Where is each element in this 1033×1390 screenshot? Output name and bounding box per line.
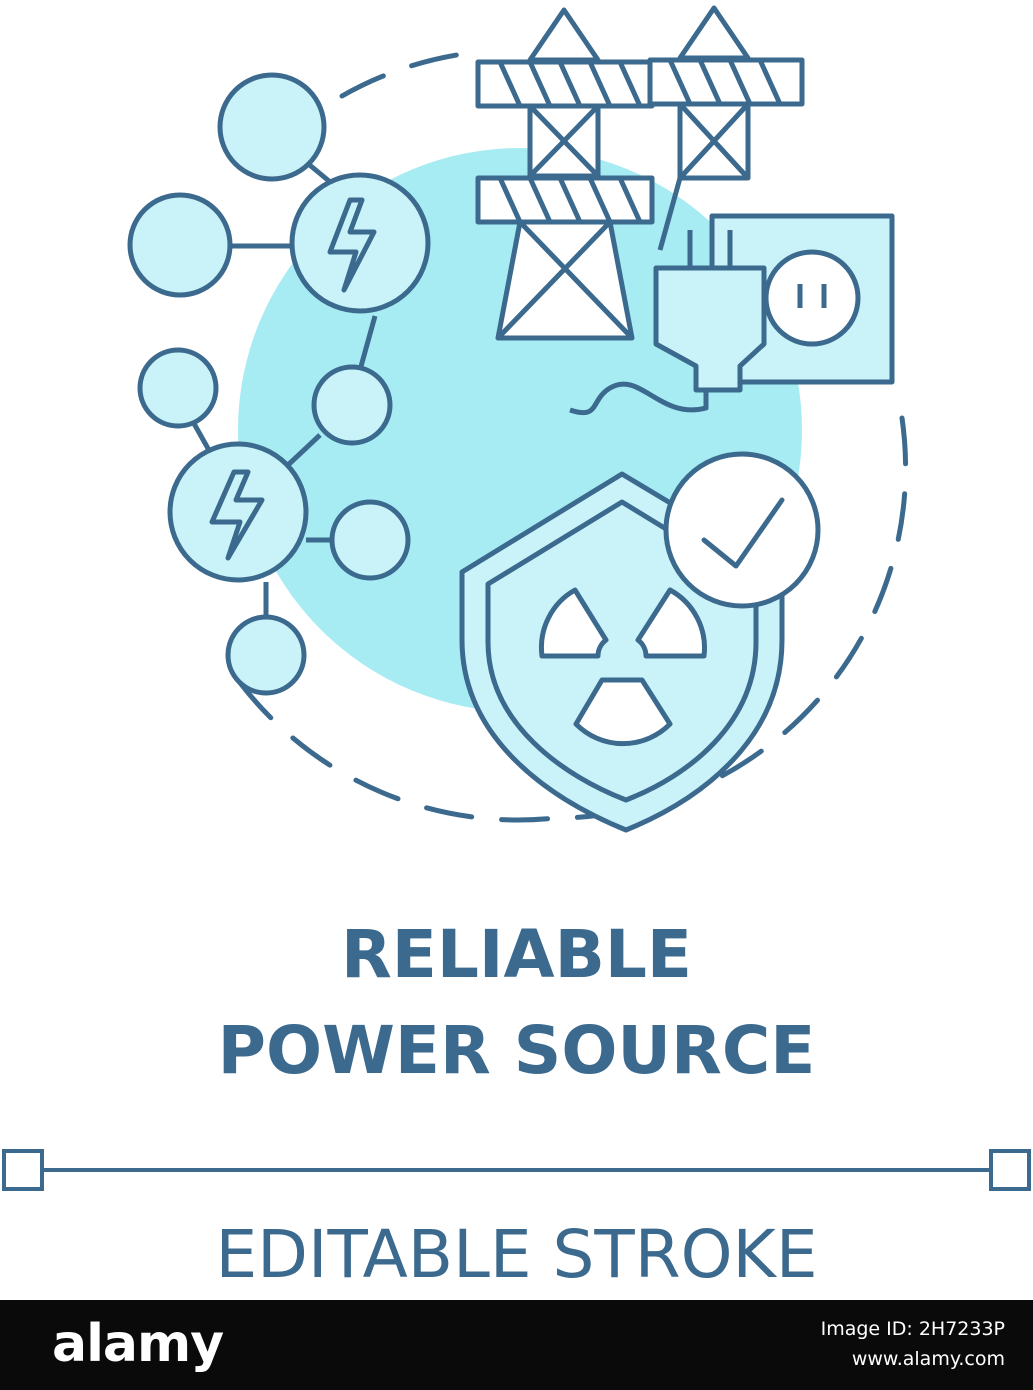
power-grid-network-icon bbox=[127, 72, 431, 696]
plug-socket-icon bbox=[569, 213, 895, 416]
editable-stroke-line bbox=[2, 1149, 1031, 1191]
stroke-handle-right bbox=[989, 1149, 1031, 1191]
reliable-power-source-icon bbox=[127, 5, 909, 833]
transmission-tower-icon bbox=[475, 5, 805, 341]
checkmark-badge-icon bbox=[663, 451, 821, 609]
editable-stroke-caption: EDITABLE STROKE bbox=[215, 1216, 818, 1293]
lightning-bolt-icon bbox=[327, 197, 377, 293]
footer-bar: alamy Image ID: 2H7233P www.alamy.com bbox=[0, 1300, 1033, 1390]
brand-logo: alamy bbox=[52, 1314, 224, 1374]
title-line-2: POWER SOURCE bbox=[217, 1012, 816, 1089]
site-url: www.alamy.com bbox=[851, 1348, 1005, 1370]
image-id-label: Image ID: 2H7233P bbox=[820, 1318, 1005, 1340]
dashed-ring bbox=[339, 50, 473, 99]
title-line-1: RELIABLE bbox=[340, 916, 693, 993]
stroke-handle-left bbox=[2, 1149, 44, 1191]
footer-meta: Image ID: 2H7233P www.alamy.com bbox=[821, 1314, 1005, 1374]
lightning-bolt-icon bbox=[209, 469, 265, 561]
